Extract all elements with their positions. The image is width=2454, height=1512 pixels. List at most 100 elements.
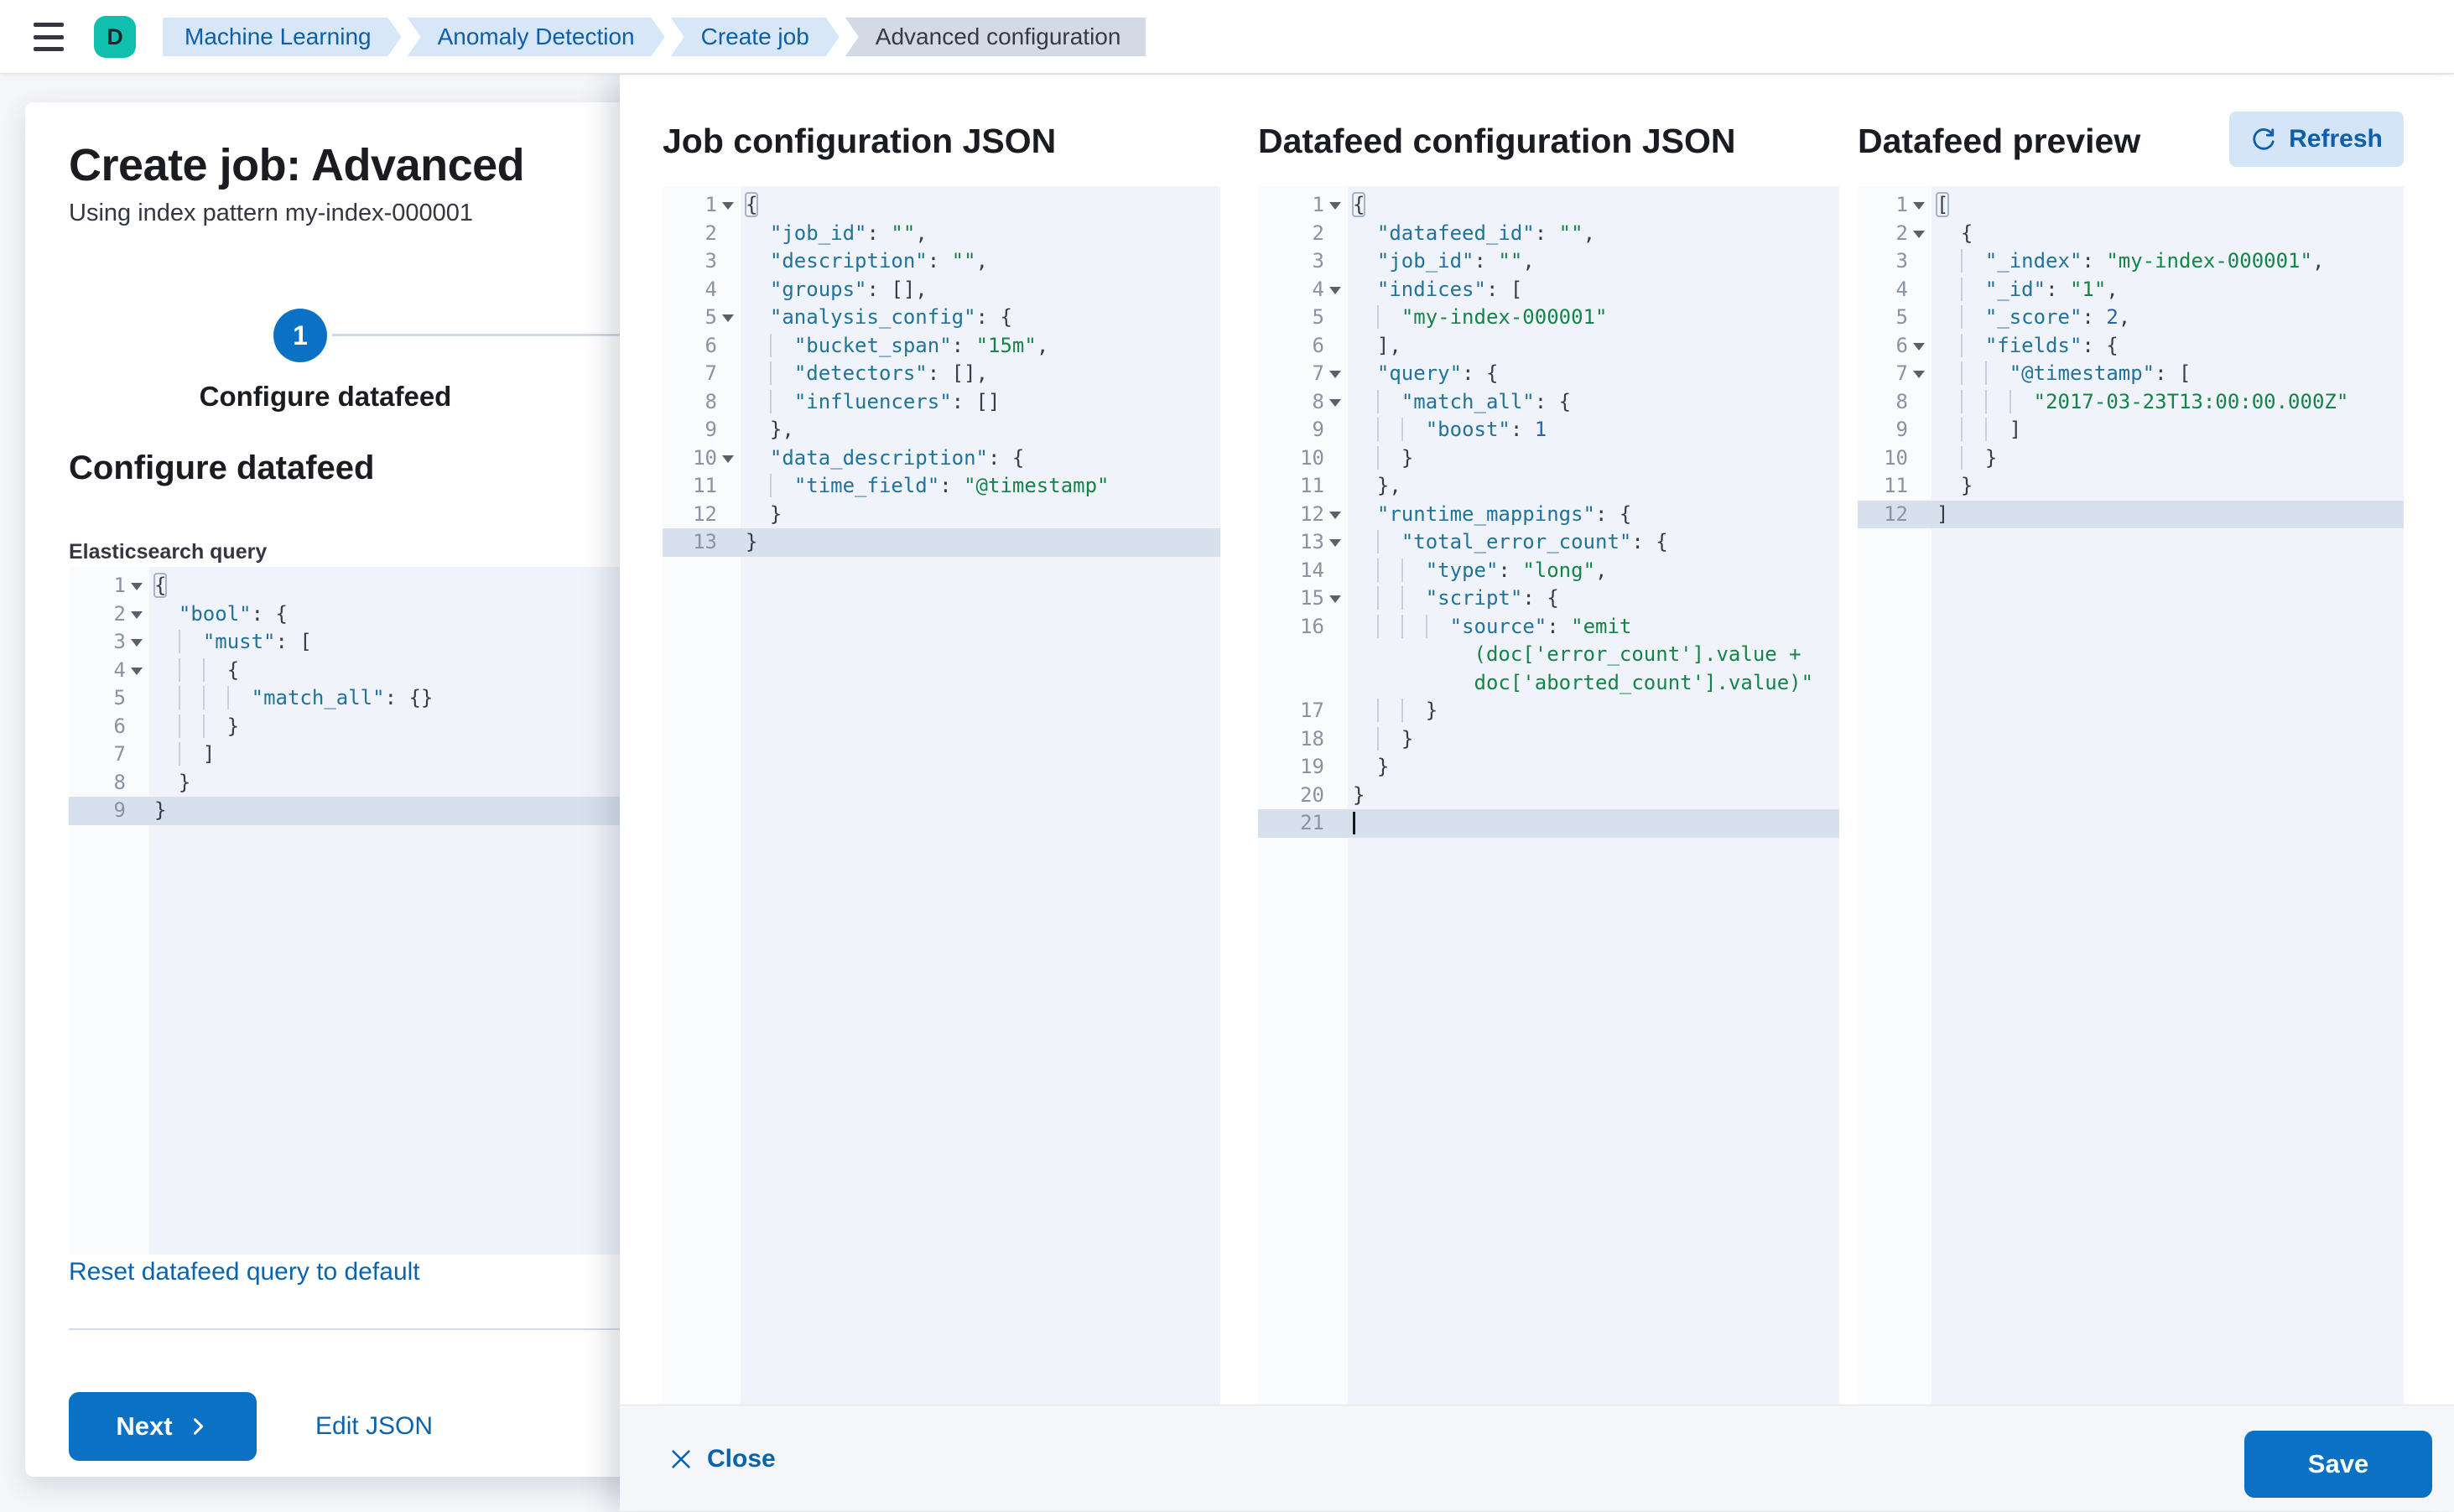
close-button[interactable]: Close	[668, 1405, 776, 1512]
next-button-label: Next	[116, 1411, 173, 1441]
editor-line[interactable]: 10 "data_description": {	[693, 445, 1025, 470]
editor-line[interactable]: 12 "runtime_mappings": {	[1300, 501, 1632, 526]
breadcrumb-anomaly-detection[interactable]: Anomaly Detection	[408, 18, 665, 56]
fold-arrow-icon[interactable]	[1913, 202, 1925, 216]
fold-arrow-icon[interactable]	[131, 583, 143, 596]
editor-line[interactable]: 16 "source": "emit (doc['error_count'].v…	[1300, 614, 1814, 694]
editor-line[interactable]: 7 "detectors": [],	[704, 361, 989, 385]
editor-line[interactable]: 2 "bool": {	[113, 601, 288, 626]
editor-line[interactable]: 10 }	[1884, 445, 1998, 470]
editor-line[interactable]: 4 "indices": [	[1312, 277, 1523, 301]
editor-line[interactable]: 13 "total_error_count": {	[1300, 530, 1668, 553]
editor-line[interactable]: 3 "must": [	[113, 630, 312, 653]
editor-line[interactable]: 20}	[1300, 782, 1365, 807]
editor-line[interactable]: 7 "@timestamp": [	[1895, 361, 2191, 385]
breadcrumb-machine-learning[interactable]: Machine Learning	[163, 18, 402, 56]
editor-line[interactable]: 3 "job_id": "",	[1312, 249, 1535, 273]
editor-line[interactable]: 21	[1258, 809, 1839, 838]
chevron-right-icon	[193, 1418, 203, 1435]
editor-line[interactable]: 3 "description": "",	[704, 249, 989, 273]
save-button[interactable]: Save	[2244, 1431, 2432, 1498]
section-heading: Configure datafeed	[69, 449, 375, 486]
fold-arrow-icon[interactable]	[722, 314, 734, 328]
fold-arrow-icon[interactable]	[1329, 286, 1341, 300]
editor-line[interactable]: 6 ],	[1312, 333, 1401, 357]
fold-arrow-icon[interactable]	[1329, 511, 1341, 525]
next-button[interactable]: Next	[69, 1392, 257, 1461]
editor-line[interactable]: 4 "_id": "1",	[1895, 277, 2119, 301]
editor-line[interactable]: 2 "datafeed_id": "",	[1312, 221, 1596, 245]
editor-line[interactable]: 5 "analysis_config": {	[704, 305, 1012, 329]
fold-arrow-icon[interactable]	[1329, 371, 1341, 384]
editor-line[interactable]: 5 "my-index-000001"	[1312, 305, 1608, 329]
editor-line[interactable]: 8 "influencers": []	[704, 389, 1001, 413]
editor-line[interactable]: 6 }	[113, 714, 240, 738]
fold-arrow-icon[interactable]	[131, 611, 143, 625]
editor-line[interactable]: 15 "script": {	[1300, 586, 1559, 610]
es-query-editor[interactable]: 1{ 2 "bool": { 3 "must": [ 4 { 5 "match_all"…	[69, 567, 620, 1255]
editor-line[interactable]: 9 },	[704, 418, 794, 441]
editor-line[interactable]: 5 "match_all": {}	[113, 686, 434, 709]
editor-line[interactable]: 3 "_index": "my-index-000001",	[1895, 249, 2325, 273]
editor-line[interactable]: 12]	[1858, 500, 2404, 528]
flyout-footer: Close Save	[620, 1405, 2454, 1511]
editor-line[interactable]: 9}	[69, 797, 620, 825]
fold-arrow-icon[interactable]	[131, 667, 143, 681]
editor-line[interactable]: 8 }	[113, 770, 191, 794]
editor-line[interactable]: 2 "job_id": "",	[704, 221, 928, 245]
divider	[69, 1328, 638, 1330]
avatar[interactable]: D	[94, 16, 136, 58]
breadcrumb-create-job[interactable]: Create job	[671, 18, 840, 56]
editor-line[interactable]: 9 "boost": 1	[1312, 418, 1547, 441]
editor-line[interactable]: 13}	[663, 528, 1220, 557]
editor-line[interactable]: 11 }	[1884, 474, 1973, 497]
fold-arrow-icon[interactable]	[1329, 202, 1341, 216]
fold-arrow-icon[interactable]	[1329, 539, 1341, 553]
editor-line[interactable]: 5 "_score": 2,	[1895, 305, 2131, 329]
editor-line[interactable]: 14 "type": "long",	[1300, 558, 1608, 582]
editor-line[interactable]: 17 }	[1300, 699, 1438, 722]
editor-line[interactable]: 11 },	[1300, 474, 1401, 497]
fold-arrow-icon[interactable]	[1329, 398, 1341, 413]
editor-line[interactable]: 8 "2017-03-23T13:00:00.000Z"	[1895, 389, 2349, 413]
editor-line[interactable]: 9 ]	[1895, 418, 2022, 441]
editor-line[interactable]: 4 "groups": [],	[704, 277, 928, 301]
editor-line[interactable]: 18 }	[1300, 726, 1414, 751]
refresh-button[interactable]: Refresh	[2229, 112, 2404, 167]
fold-arrow-icon[interactable]	[1913, 371, 1925, 384]
fold-arrow-icon[interactable]	[131, 639, 143, 652]
menu-icon[interactable]	[34, 23, 64, 51]
datafeed-configuration-editor[interactable]: 1{ 2 "datafeed_id": "", 3 "job_id": "", 4 "…	[1258, 186, 1839, 1405]
fold-arrow-icon[interactable]	[1329, 595, 1341, 609]
editor-line[interactable]: 6 "bucket_span": "15m",	[704, 333, 1049, 357]
editor-line[interactable]: 1[	[1895, 192, 1950, 217]
editor-line[interactable]: 19 }	[1300, 755, 1390, 778]
editor-line[interactable]: 2 {	[1895, 221, 1973, 245]
refresh-icon	[2253, 128, 2275, 150]
elasticsearch-query-label: Elasticsearch query	[69, 540, 268, 564]
save-button-label: Save	[2307, 1449, 2369, 1478]
datafeed-preview-editor[interactable]: 1[ 2 { 3 "_index": "my-index-000001", 4 "_i…	[1858, 186, 2404, 1405]
edit-json-link[interactable]: Edit JSON	[315, 1412, 434, 1440]
job-configuration-editor[interactable]: 1{ 2 "job_id": "", 3 "description": "", 4 "…	[663, 186, 1220, 1405]
close-button-label: Close	[707, 1444, 776, 1473]
step-1-indicator[interactable]: 1	[273, 309, 327, 362]
editor-line[interactable]: 1{	[1312, 192, 1366, 217]
editor-line[interactable]: 11 "time_field": "@timestamp"	[693, 474, 1110, 497]
fold-arrow-icon[interactable]	[722, 455, 734, 469]
editor-line[interactable]: 4 {	[113, 657, 240, 682]
fold-arrow-icon[interactable]	[1913, 230, 1925, 244]
reset-datafeed-query-link[interactable]: Reset datafeed query to default	[69, 1258, 420, 1286]
editor-line[interactable]: 6 "fields": {	[1895, 333, 2119, 357]
editor-line[interactable]: 12 }	[693, 501, 782, 526]
editor-line[interactable]: 1{	[704, 192, 759, 217]
breadcrumb-advanced-configuration: Advanced configuration	[845, 18, 1146, 56]
editor-line[interactable]: 1{	[113, 573, 168, 598]
editor-line[interactable]: 10 }	[1300, 445, 1414, 470]
editor-line[interactable]: 8 "match_all": {	[1312, 389, 1572, 413]
editor-line[interactable]: 7 ]	[113, 742, 216, 766]
fold-arrow-icon[interactable]	[1913, 342, 1925, 356]
editor-line[interactable]: 7 "query": {	[1312, 361, 1499, 385]
json-editor-flyout: Job configuration JSON Datafeed configur…	[620, 75, 2454, 1511]
fold-arrow-icon[interactable]	[722, 202, 734, 216]
